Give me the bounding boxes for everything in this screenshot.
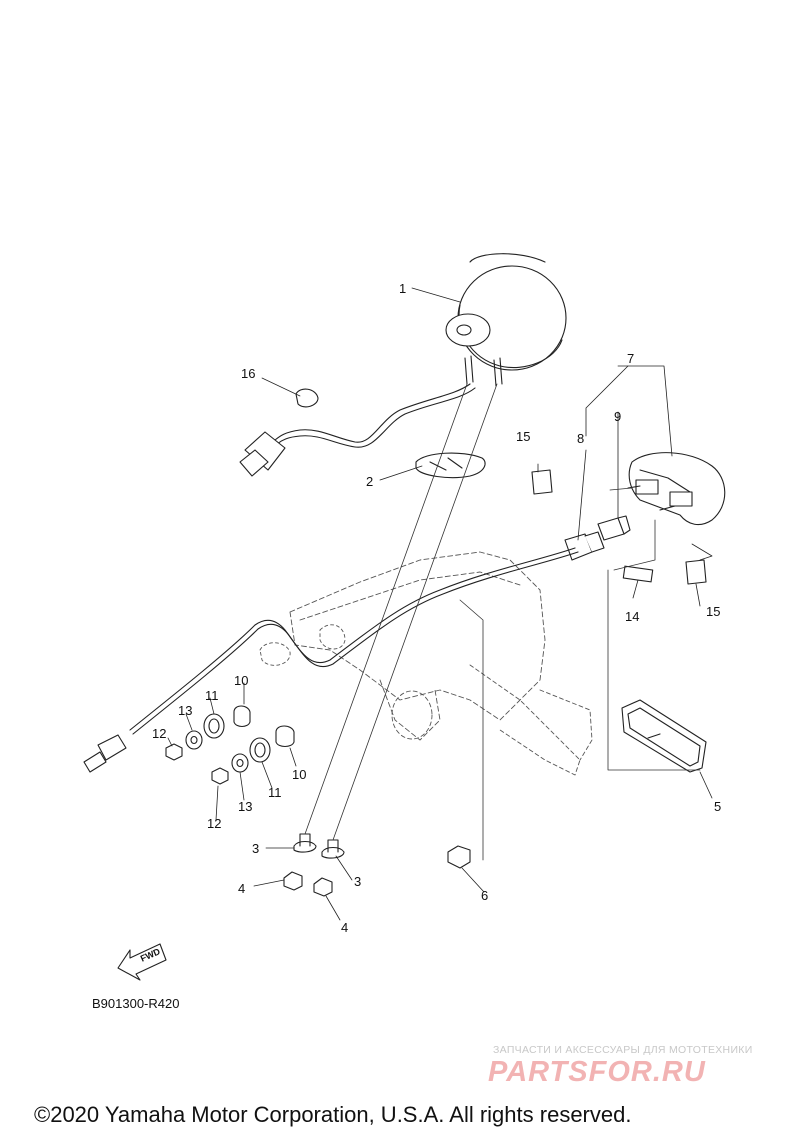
callout-12-lower: 12: [207, 816, 222, 831]
part-6-nut: [447, 845, 471, 869]
callout-10-lower: 10: [292, 767, 307, 782]
part-5-reflector: [621, 699, 707, 773]
wire-harness-lower: [83, 547, 579, 773]
callout-13-lower: 13: [238, 799, 253, 814]
callout-7: 7: [627, 351, 635, 366]
callout-14: 14: [625, 609, 640, 624]
part-16-clamp: [295, 388, 319, 408]
callout-13-upper: 13: [178, 703, 193, 718]
part-14-pad: [622, 565, 654, 583]
callout-4-left: 4: [238, 881, 246, 896]
part-9-bulb: [597, 515, 631, 541]
part-4-nut-right: [313, 877, 333, 897]
leader-lines: [167, 287, 713, 921]
part-3-bolt-right: [321, 839, 345, 859]
callout-5: 5: [714, 799, 722, 814]
grommet-set-lower: [211, 725, 295, 785]
callout-3-right: 3: [354, 874, 362, 889]
assembly-guide-lines: [304, 383, 701, 861]
copyright-notice: ©2020 Yamaha Motor Corporation, U.S.A. A…: [34, 1102, 632, 1127]
callout-3-left: 3: [252, 841, 260, 856]
grommet-set-upper: [165, 705, 251, 761]
callout-8: 8: [577, 431, 585, 446]
part-1-tail-light-housing: [445, 253, 567, 387]
part-4-nut-left: [283, 871, 303, 891]
callout-10-upper: 10: [234, 673, 249, 688]
part-8-socket: [564, 531, 605, 561]
part-3-bolt-left: [293, 833, 317, 853]
callout-15-upper: 15: [516, 429, 531, 444]
callout-15-lower: 15: [706, 604, 721, 619]
rear-frame-bracket: [259, 551, 593, 776]
callout-6: 6: [481, 888, 489, 903]
wire-harness-upper: [239, 383, 476, 477]
callout-11-upper: 11: [205, 688, 219, 703]
callout-9: 9: [614, 409, 622, 424]
diagram-code: B901300-R420: [92, 996, 180, 1011]
watermark-logo: PARTSFOR.RU: [488, 1056, 706, 1088]
callout-11-lower: 11: [268, 785, 282, 800]
watermark-tagline: ЗАПЧАСТИ И АКСЕССУАРЫ ДЛЯ МОТОТЕХНИКИ: [493, 1044, 753, 1056]
part-15-pad-upper: [531, 469, 553, 495]
callout-4-right: 4: [341, 920, 349, 935]
callout-16: 16: [241, 366, 256, 381]
callout-1: 1: [399, 281, 407, 296]
fwd-arrow: [117, 943, 167, 981]
part-15-pad-lower: [685, 559, 707, 585]
callout-12-upper: 12: [152, 726, 167, 741]
callout-2: 2: [366, 474, 374, 489]
part-7-license-light-body: [627, 452, 726, 526]
part-2-gasket: [415, 452, 486, 479]
